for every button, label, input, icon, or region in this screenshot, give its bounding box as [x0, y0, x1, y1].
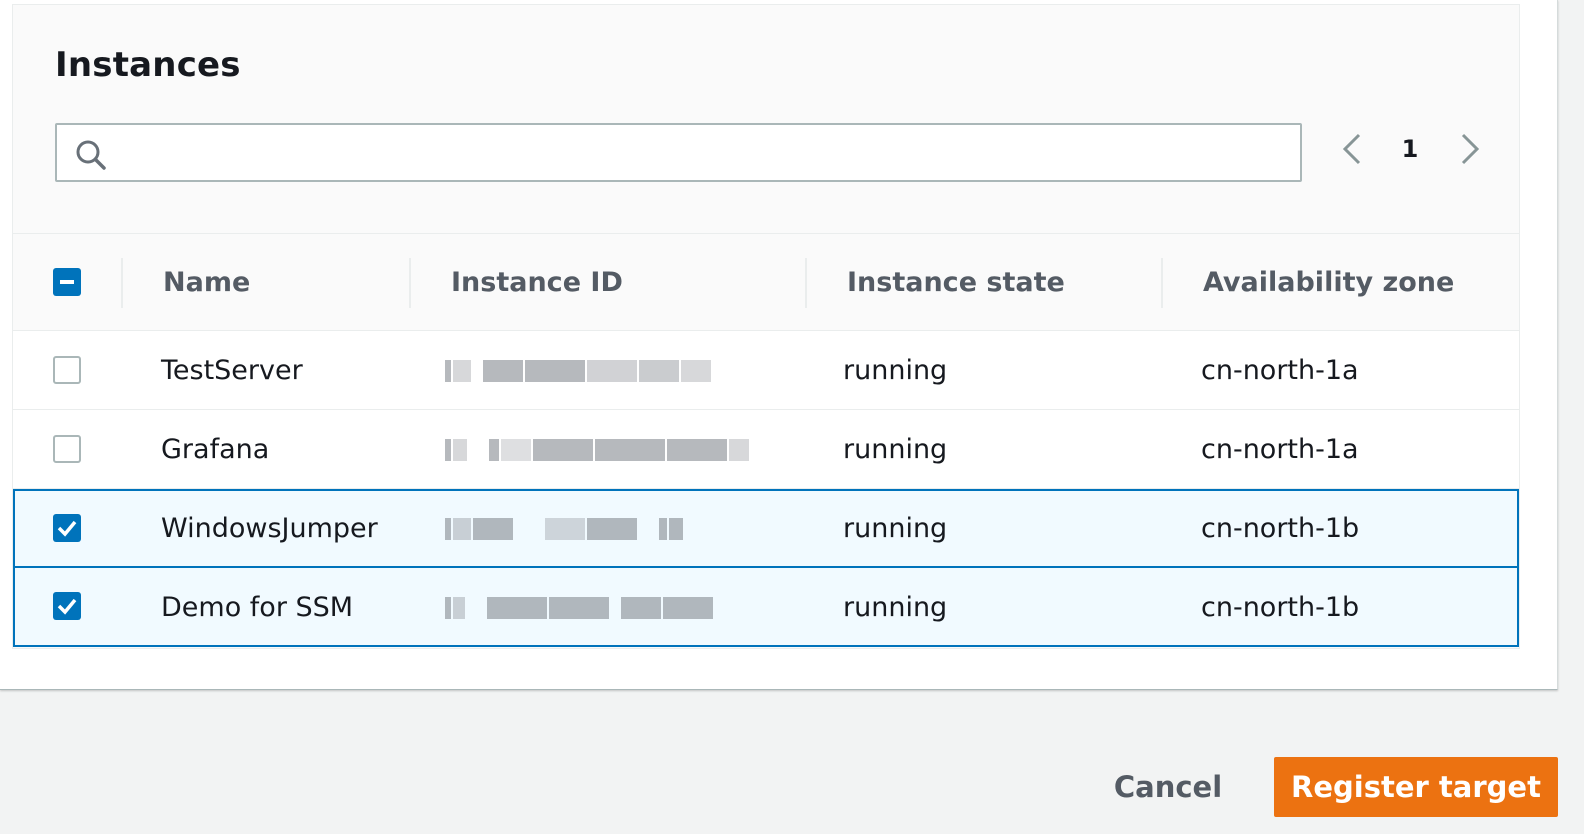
minus-icon — [60, 280, 74, 284]
instances-container: Instances 1 Name — [12, 4, 1520, 649]
chevron-left-icon[interactable] — [1337, 129, 1367, 169]
row-checkbox-checked[interactable] — [53, 514, 81, 542]
instance-state: running — [843, 513, 948, 544]
table-header: Name Instance ID Instance state Availabi… — [13, 233, 1519, 331]
search-box[interactable] — [55, 123, 1302, 182]
search-icon — [76, 140, 106, 170]
checkmark-icon — [57, 520, 77, 537]
instance-id-redacted — [445, 438, 749, 462]
table-row-selected[interactable]: WindowsJumper running cn-north-1b — [13, 489, 1519, 568]
table-row[interactable]: TestServer running cn-north-1a — [13, 331, 1519, 410]
instances-panel: Instances 1 Name — [0, 0, 1558, 690]
column-header-name[interactable]: Name — [163, 267, 251, 298]
availability-zone: cn-north-1b — [1201, 592, 1360, 623]
availability-zone: cn-north-1b — [1201, 513, 1360, 544]
instance-id-redacted — [445, 517, 683, 541]
column-header-availability-zone[interactable]: Availability zone — [1203, 267, 1455, 298]
column-divider — [805, 258, 807, 308]
page-title: Instances — [55, 45, 241, 85]
instance-name: Grafana — [161, 434, 270, 465]
column-divider — [121, 258, 123, 308]
instance-id-redacted — [445, 596, 713, 620]
column-divider — [409, 258, 411, 308]
cancel-button[interactable]: Cancel — [1100, 758, 1236, 816]
instance-name: TestServer — [161, 355, 303, 386]
availability-zone: cn-north-1a — [1201, 434, 1359, 465]
instance-state: running — [843, 355, 948, 386]
column-header-instance-id[interactable]: Instance ID — [451, 267, 623, 298]
row-checkbox[interactable] — [53, 435, 81, 463]
row-checkbox[interactable] — [53, 356, 81, 384]
instance-name: Demo for SSM — [161, 592, 354, 623]
chevron-right-icon[interactable] — [1455, 129, 1485, 169]
search-input[interactable] — [123, 133, 1288, 172]
column-header-instance-state[interactable]: Instance state — [847, 267, 1065, 298]
instances-table: Name Instance ID Instance state Availabi… — [13, 233, 1519, 647]
checkmark-icon — [57, 598, 77, 615]
availability-zone: cn-north-1a — [1201, 355, 1359, 386]
instance-name: WindowsJumper — [161, 513, 378, 544]
column-divider — [1161, 258, 1163, 308]
table-row-selected[interactable]: Demo for SSM running cn-north-1b — [13, 568, 1519, 647]
select-all-checkbox[interactable] — [53, 268, 81, 296]
instance-state: running — [843, 592, 948, 623]
register-target-button[interactable]: Register target — [1274, 757, 1558, 817]
row-checkbox-checked[interactable] — [53, 592, 81, 620]
instance-state: running — [843, 434, 948, 465]
instance-id-redacted — [445, 359, 711, 383]
table-row[interactable]: Grafana running cn-north-1a — [13, 410, 1519, 489]
current-page-number[interactable]: 1 — [1401, 135, 1419, 163]
